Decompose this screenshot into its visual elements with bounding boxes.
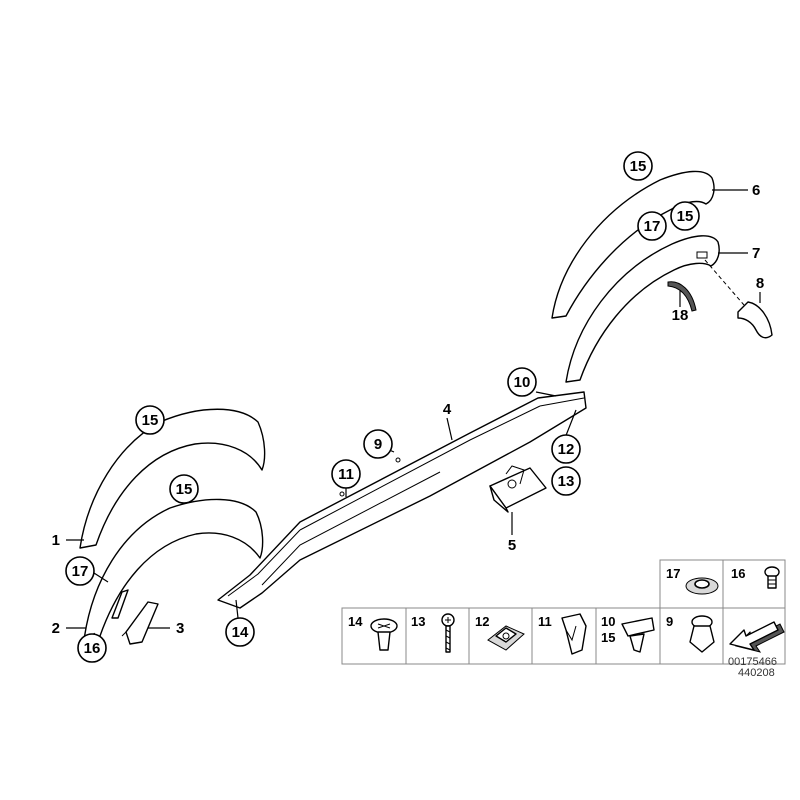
legend-cell-14 [341, 607, 407, 665]
label-4: 4 [443, 401, 452, 418]
svg-text:15: 15 [630, 158, 647, 175]
svg-text:16: 16 [84, 640, 101, 657]
callout-16: 16 [77, 633, 107, 663]
front-wheel-arch-trim [83, 498, 264, 641]
callout-15-front: 15 [135, 405, 165, 435]
label-3: 3 [176, 620, 184, 637]
legend-label-10: 10 [601, 614, 615, 629]
sealing-strip [667, 281, 697, 312]
reference-number: 00175466 [728, 656, 777, 668]
label-5: 5 [508, 537, 516, 554]
rear-wheel-arch-trim [565, 235, 720, 383]
legend-label-11: 11 [538, 614, 552, 629]
label-2: 2 [52, 620, 60, 637]
callout-15-rear: 15 [623, 151, 653, 181]
svg-text:15: 15 [677, 208, 694, 225]
label-8: 8 [756, 275, 764, 292]
svg-text:17: 17 [72, 563, 89, 580]
fastener-legend: 17 16 14 13 12 11 10 15 9 [341, 559, 786, 665]
cover-flap [737, 301, 773, 339]
diagram-number: 440208 [738, 667, 775, 679]
spreading-rivet-icon [689, 615, 715, 653]
legend-label-17: 17 [666, 566, 680, 581]
legend-cell-13 [405, 607, 470, 665]
callout-15-front-trim: 15 [169, 474, 199, 504]
legend-label-9: 9 [666, 614, 673, 629]
callout-12: 12 [551, 434, 581, 464]
clip-nut-icon [487, 625, 525, 651]
legend-label-15: 15 [601, 630, 615, 645]
svg-text:14: 14 [232, 624, 249, 641]
svg-text:12: 12 [558, 441, 575, 458]
push-clip-icon [621, 617, 655, 653]
label-7: 7 [752, 245, 760, 262]
label-6: 6 [752, 182, 760, 199]
screw-icon [441, 613, 455, 653]
legend-label-16: 16 [731, 566, 745, 581]
clip-icon [561, 613, 587, 655]
push-rivet-icon [370, 618, 398, 651]
cover-cap [125, 601, 159, 645]
expanding-rivet-icon [764, 566, 780, 589]
callout-11: 11 [331, 459, 361, 489]
label-18: 18 [672, 307, 689, 324]
callout-15-rear-trim: 15 [670, 201, 700, 231]
legend-label-14: 14 [348, 614, 363, 629]
direction-arrow-icon [729, 621, 785, 653]
svg-text:17: 17 [644, 218, 661, 235]
callout-13: 13 [551, 466, 581, 496]
label-1: 1 [52, 532, 60, 549]
callout-9: 9 [363, 429, 393, 459]
side-skirt [217, 391, 587, 609]
svg-text:10: 10 [514, 374, 531, 391]
svg-text:9: 9 [374, 436, 382, 453]
callout-10: 10 [507, 367, 537, 397]
svg-text:11: 11 [338, 466, 354, 483]
clip-holder [489, 465, 547, 513]
cover-cap-inner [111, 589, 129, 619]
callout-17-rear: 17 [637, 211, 667, 241]
callout-14: 14 [225, 617, 255, 647]
svg-text:15: 15 [142, 412, 159, 429]
legend-label-12: 12 [475, 614, 489, 629]
svg-text:15: 15 [176, 481, 193, 498]
legend-label-13: 13 [411, 614, 425, 629]
washer-clip-icon [685, 577, 719, 595]
callout-17-front: 17 [65, 556, 95, 586]
front-wheel-arch-cover [79, 408, 266, 549]
svg-text:13: 13 [558, 473, 575, 490]
